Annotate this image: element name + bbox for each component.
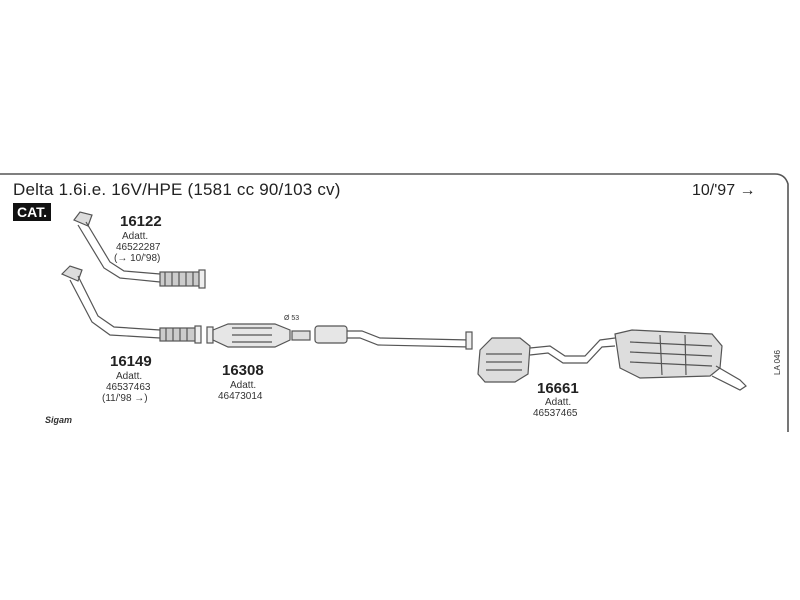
reference-code: LA 046 xyxy=(773,350,782,375)
part-note-16122-date: (→ 10/'98) xyxy=(114,253,161,264)
part-note-16149-code: 46537463 xyxy=(106,382,151,393)
part-note-16122-code: 46522287 xyxy=(116,242,161,253)
part-note-16149-date: (11/'98 →) xyxy=(102,393,148,404)
exhaust-drawing xyxy=(0,173,789,432)
diagram-panel: Delta 1.6i.e. 16V/HPE (1581 cc 90/103 cv… xyxy=(0,170,800,432)
part-note-16661-adatt: Adatt. xyxy=(545,397,572,408)
part-note-16308-code: 46473014 xyxy=(218,391,263,402)
middle-pipe xyxy=(291,325,473,350)
part-note-16661-code: 46537465 xyxy=(533,408,578,419)
rear-section-16661 xyxy=(477,329,747,391)
vehicle-title: Delta 1.6i.e. 16V/HPE (1581 cc 90/103 cv… xyxy=(13,180,341,199)
front-pipe-16149 xyxy=(60,265,202,344)
part-note-16122-adatt: Adatt. xyxy=(122,231,149,242)
panel-frame xyxy=(0,173,789,432)
diameter-label: Ø 53 xyxy=(284,315,300,322)
date-range: 10/'97 → xyxy=(692,182,756,199)
part-number-16661: 16661 xyxy=(537,380,579,397)
part-note-16308-adatt: Adatt. xyxy=(230,380,257,391)
catalyst-16308 xyxy=(206,323,291,348)
front-pipe-16122 xyxy=(73,211,206,289)
part-note-16149-adatt: Adatt. xyxy=(116,371,143,382)
brand-logo: Sigam xyxy=(45,415,73,425)
part-number-16122: 16122 xyxy=(120,213,162,230)
cat-badge: CAT. xyxy=(13,203,52,221)
part-number-16308: 16308 xyxy=(222,362,264,379)
part-number-16149: 16149 xyxy=(110,353,152,370)
